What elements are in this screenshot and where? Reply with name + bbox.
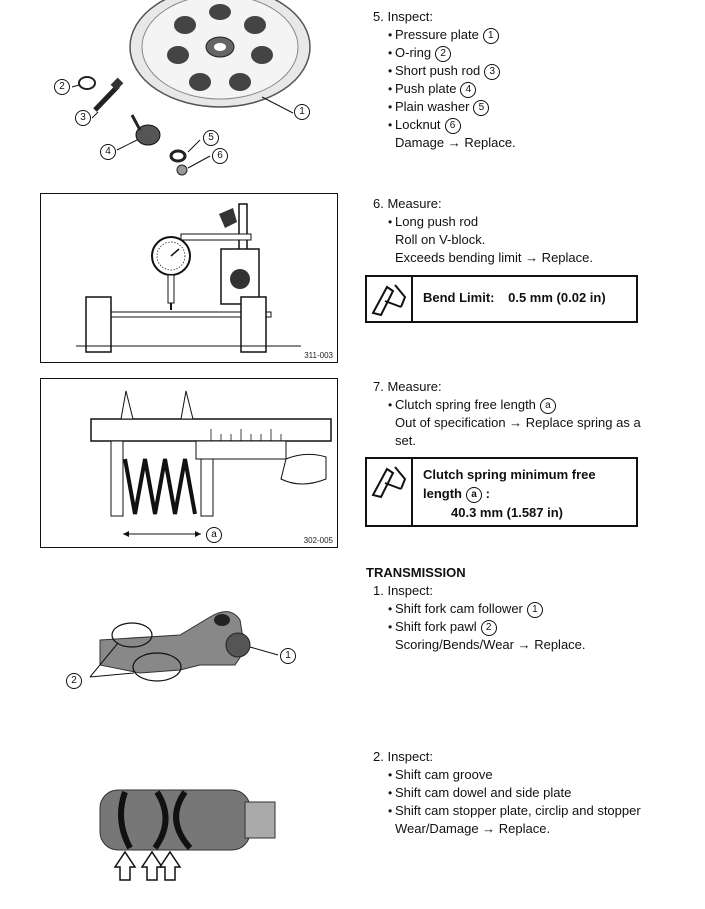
step-6-title: 6. Measure: [373, 196, 442, 211]
callout-1: 1 [280, 648, 296, 664]
section-heading: TRANSMISSION [366, 565, 466, 580]
ref-circle: 2 [435, 46, 452, 62]
step-5-title: 5. Inspect: [373, 9, 433, 24]
ref-circle: a [466, 487, 482, 503]
step-7-line-2: set. [395, 433, 416, 448]
step-title: 1. Inspect: [373, 583, 433, 598]
callout-a: a [206, 527, 222, 543]
figure-shift-cam [85, 780, 295, 890]
step-6-list: Long push rod [373, 213, 593, 231]
ref-circle: 6 [444, 118, 461, 134]
callout-2: 2 [54, 79, 70, 95]
spec-label-line-1: Clutch spring minimum free [423, 467, 596, 482]
spec-box-bend-limit: Bend Limit: 0.5 mm (0.02 in) [365, 275, 638, 323]
ref-circle: 5 [473, 100, 490, 116]
list-item: Shift cam stopper plate, circlip and sto… [388, 802, 641, 820]
ref-circle: 1 [482, 28, 499, 44]
ref-circle: 1 [526, 602, 543, 618]
callout-5: 5 [203, 130, 219, 146]
figure-shift-fork: 1 2 [60, 595, 310, 695]
ref-circle: 2 [480, 620, 497, 636]
step-5-note: Damage → Replace. [395, 135, 516, 150]
figure-spring-length: a 302-005 [40, 378, 338, 548]
callout-4: 4 [100, 144, 116, 160]
spec-value: 0.5 mm (0.02 in) [508, 290, 606, 305]
step-note: Scoring/Bends/Wear → Replace. [395, 637, 586, 652]
list-item: Shift cam groove [388, 766, 641, 784]
step-6-line-1: Roll on V-block. [395, 232, 486, 247]
list-item: Long push rod [388, 213, 593, 231]
step-list: Shift cam groove Shift cam dowel and sid… [373, 766, 641, 820]
step-7-line-1: Out of specification → Replace spring as… [395, 415, 641, 430]
callout-3: 3 [75, 110, 91, 126]
callout-1: 1 [294, 104, 310, 120]
caliper-icon [367, 277, 413, 321]
figure-pressure-plate: 1 2 3 4 5 6 [40, 0, 340, 180]
caliper-icon [367, 459, 413, 525]
step-6-measure: 6. Measure: Long push rod Roll on V-bloc… [373, 195, 593, 267]
ref-circle: a [539, 398, 556, 414]
step-title: 2. Inspect: [373, 749, 433, 764]
spec-label-line-2: length [423, 486, 462, 501]
ref-circle: 3 [484, 64, 501, 80]
ref-circle: 4 [460, 82, 477, 98]
step-6-line-2: Exceeds bending limit → Replace. [395, 250, 593, 265]
figure-code: 311-003 [304, 351, 333, 360]
figure-code: 302-005 [303, 536, 333, 545]
spec-value: 40.3 mm (1.587 in) [451, 505, 563, 520]
step-7-title: 7. Measure: [373, 379, 442, 394]
spec-label: Bend Limit: [423, 290, 495, 305]
list-item: Shift cam dowel and side plate [388, 784, 641, 802]
transmission-step-2: 2. Inspect: Shift cam groove Shift cam d… [373, 748, 641, 838]
callout-6: 6 [212, 148, 228, 164]
callout-2: 2 [66, 673, 82, 689]
step-note: Wear/Damage → Replace. [395, 821, 551, 836]
figure-push-rod-runout: 311-003 [40, 193, 338, 363]
